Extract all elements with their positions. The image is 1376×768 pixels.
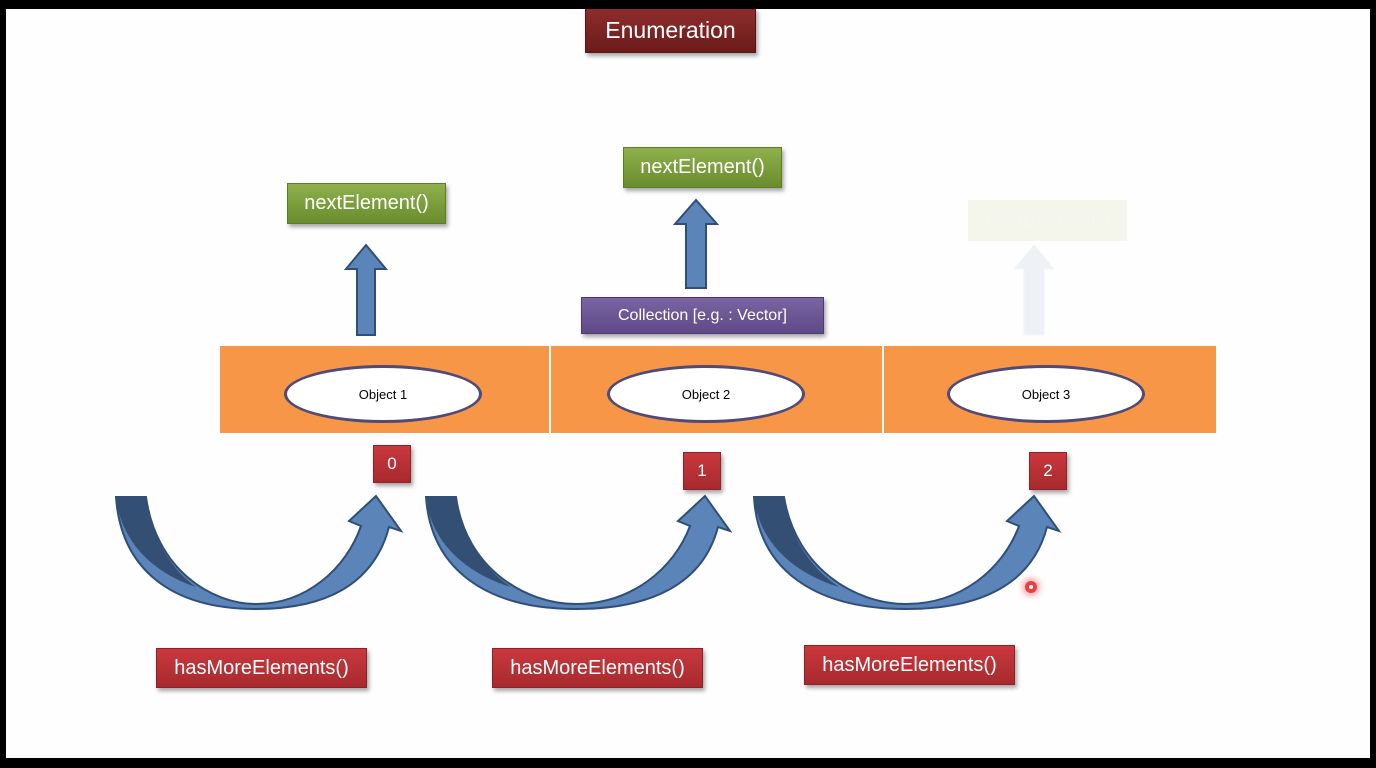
next-element-label-1: nextElement(): [287, 183, 446, 224]
up-arrow-2: [672, 198, 720, 289]
strip-divider: [882, 346, 884, 433]
index-0-box: 0: [373, 445, 411, 483]
collection-label: Collection [e.g. : Vector]: [581, 297, 824, 334]
slide: Enumeration nextElement() nextElement() …: [6, 9, 1370, 758]
slide-title: Enumeration: [585, 9, 756, 53]
arrows-layer: [114, 198, 1062, 611]
has-more-elements-label-1: hasMoreElements(): [156, 648, 367, 688]
index-1-box: 1: [683, 452, 721, 490]
curved-arrow-2-tail: [426, 497, 511, 587]
next-element-label-2: nextElement(): [623, 147, 782, 188]
up-arrow-1: [343, 243, 389, 336]
strip-divider: [549, 346, 551, 433]
curved-arrow-3-tail: [754, 497, 839, 587]
object-3-ellipse: Object 3: [947, 365, 1145, 423]
object-1-ellipse: Object 1: [284, 365, 482, 423]
next-element-label-3-faded: nextElement(): [968, 200, 1127, 241]
curved-arrow-1-tail: [116, 497, 196, 587]
has-more-elements-label-3: hasMoreElements(): [804, 645, 1015, 685]
collection-strip: Object 1 Object 2 Object 3: [220, 346, 1216, 433]
up-arrow-3-faded: [1012, 244, 1056, 336]
has-more-elements-label-2: hasMoreElements(): [492, 648, 703, 688]
pointer-cursor: [1025, 581, 1037, 593]
object-2-ellipse: Object 2: [607, 365, 805, 423]
index-2-box: 2: [1029, 452, 1067, 490]
